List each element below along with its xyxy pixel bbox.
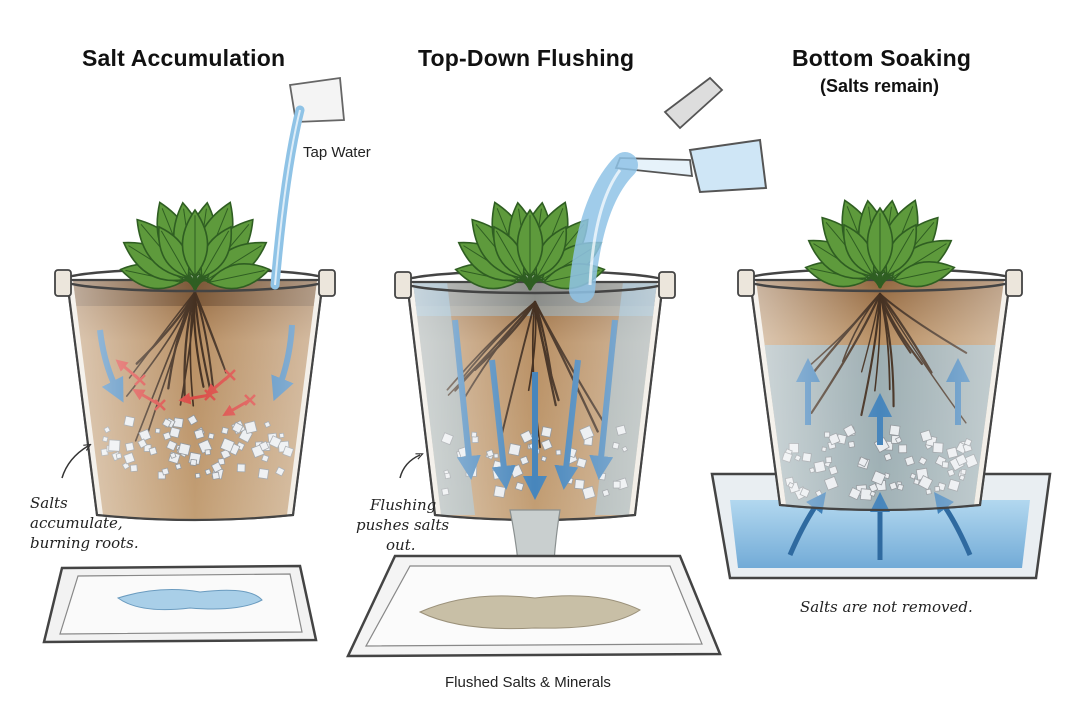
- pointer-arrow: [61, 446, 88, 479]
- pot-rim-left: [737, 269, 755, 297]
- pot-rim-left: [394, 271, 412, 299]
- leaf-vein: [886, 228, 915, 276]
- leaf-vein: [495, 230, 524, 278]
- leaf-vein: [893, 267, 950, 281]
- panel1-title: Salt Accumulation: [82, 45, 286, 71]
- tap-water-highlight: [274, 109, 301, 286]
- leaf-vein: [201, 230, 230, 278]
- tray-label: Flushed Salts & Minerals: [445, 674, 611, 691]
- pot-glass: [405, 280, 665, 522]
- pointer-arrow: [399, 455, 420, 479]
- panel3-note: Salts are not removed.: [800, 598, 973, 616]
- pot-rim-right: [658, 271, 676, 299]
- leaf-vein: [208, 269, 265, 283]
- leaf-vein: [845, 228, 874, 276]
- panel3-subtitle: (Salts remain): [820, 76, 940, 96]
- plant: [119, 201, 271, 291]
- pot-front: [737, 267, 1023, 512]
- tap-water-stream: [270, 105, 305, 290]
- panel3-title: Bottom Soaking: [792, 45, 972, 71]
- water-puddle: [116, 589, 263, 611]
- pot-front: [54, 267, 336, 522]
- panel1-note-line2: accumulate,: [30, 514, 123, 532]
- pot-rim-left: [54, 269, 72, 297]
- watering-can-body: [688, 138, 768, 194]
- panel1-note-line1: Salts: [30, 494, 68, 512]
- tap-water-label: Tap Water: [303, 144, 371, 161]
- plant: [804, 199, 956, 289]
- panel2-note-line1: Flushing: [370, 496, 437, 514]
- flushed-salts-puddle: [418, 595, 641, 630]
- panel2-note-line3: out.: [386, 536, 416, 554]
- leaf-vein: [160, 230, 189, 278]
- pot-rim-right: [318, 269, 336, 297]
- pot-rim-right: [1005, 269, 1023, 297]
- pot-glass: [65, 278, 325, 522]
- pot-glass: [748, 278, 1012, 512]
- leaf-vein: [536, 230, 565, 278]
- plant: [454, 201, 606, 291]
- panel1-note-line3: burning roots.: [30, 534, 139, 552]
- pour-highlight: [588, 169, 622, 286]
- watering-can-handle: [663, 76, 724, 130]
- panel2-note-line2: pushes salts: [356, 516, 450, 534]
- pot-front: [394, 269, 676, 522]
- panel2-title: Top-Down Flushing: [418, 45, 635, 71]
